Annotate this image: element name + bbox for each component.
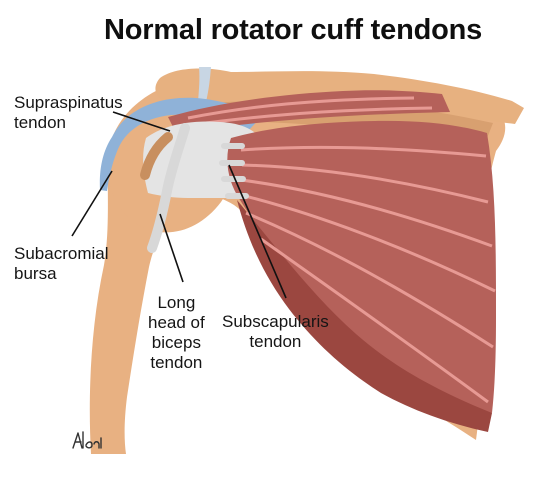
biceps-label-line-2: head of <box>148 313 205 332</box>
subacromial-bursa-leader-line <box>71 170 113 237</box>
supraspinatus-label-line-2: tendon <box>14 113 66 132</box>
supraspinatus-label-line-1: Supraspinatus <box>14 93 123 112</box>
humeral-groove <box>140 132 173 180</box>
clavicle-joint <box>198 67 211 102</box>
subacromial-bursa-label: Subacromial bursa <box>14 244 109 284</box>
subscapularis-leader-line <box>228 164 287 299</box>
subacromial-bursa-label-line-2: bursa <box>14 264 57 283</box>
biceps-label-line-1: Long <box>157 293 196 312</box>
diagram-title: Normal rotator cuff tendons <box>104 14 483 46</box>
biceps-tendon-path <box>147 123 190 253</box>
subacromial-bursa-label-line-1: Subacromial <box>14 244 109 263</box>
subscapularis-label: Subscapularis tendon <box>222 312 329 352</box>
artist-signature <box>72 431 102 449</box>
subscapularis-stripes <box>240 145 496 404</box>
leader-lines <box>71 111 287 299</box>
subscapularis-tendon-fibers <box>219 143 249 199</box>
supraspinatus-leader-line <box>112 111 171 132</box>
biceps-leader-line <box>159 213 184 283</box>
biceps-label-line-3: biceps <box>151 333 201 352</box>
subscapularis-shade <box>237 200 492 432</box>
supraspinatus-label: Supraspinatus tendon <box>14 93 123 133</box>
subscapularis-muscle <box>227 120 496 413</box>
subscapularis-label-line-1: Subscapularis <box>222 312 329 331</box>
biceps-label: Long head of biceps tendon <box>148 293 205 373</box>
subscapularis-label-line-2: tendon <box>249 332 302 351</box>
biceps-label-line-4: tendon <box>150 353 203 372</box>
